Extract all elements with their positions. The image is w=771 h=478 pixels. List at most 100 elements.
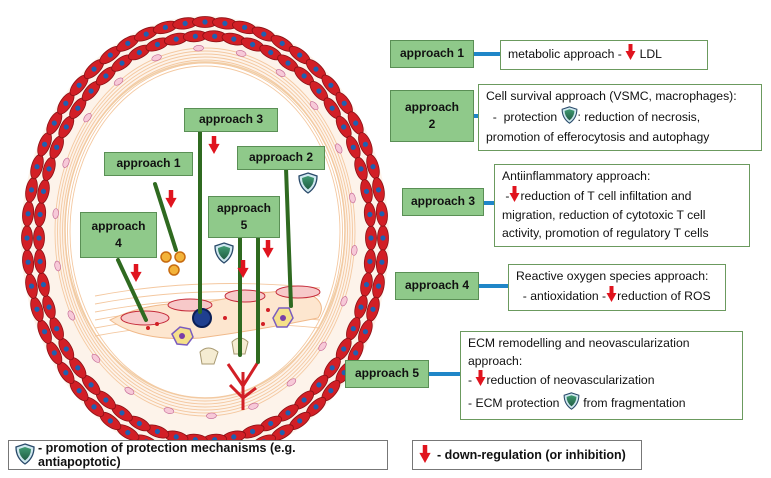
fiber-line [62, 56, 348, 408]
muscle-cell [152, 20, 178, 35]
muscle-cell [347, 111, 364, 135]
small-cells [52, 45, 358, 419]
description-text: - protection [486, 109, 561, 124]
fiber-line [67, 62, 343, 402]
small-cell [275, 69, 286, 77]
small-cell [340, 296, 348, 307]
fiber-line [59, 53, 351, 411]
down-arrow-icon [237, 260, 249, 283]
approach-4-label: approach 4 [395, 272, 479, 300]
muscle-cell [363, 202, 376, 227]
small-cell [54, 260, 61, 272]
muscle-cell [366, 154, 380, 180]
lipid-crystal [199, 347, 219, 365]
muscle-cell [58, 115, 75, 139]
small-cell [286, 378, 297, 387]
pointer-approach-1 [153, 182, 178, 252]
description-line: -reduction of T cell infiltation and [502, 185, 742, 208]
description-text: reduction of T cell infiltation and [520, 188, 692, 203]
description-line: Cell survival approach (VSMC, macrophage… [486, 88, 754, 106]
vsmc-cell [275, 285, 321, 299]
muscle-cell [232, 20, 258, 35]
approach-1-label: approach 1 [390, 40, 474, 68]
description-text: Reactive oxygen species approach: [516, 269, 709, 283]
small-cell [206, 412, 217, 419]
muscle-cell [69, 380, 89, 402]
ldl-particle [168, 264, 180, 276]
description-text: approach: [468, 353, 523, 368]
approach-label-text: 2 [428, 117, 436, 131]
fiber-line [69, 65, 341, 399]
muscle-cell [37, 319, 52, 344]
muscle-cell [145, 424, 170, 439]
approach-1-description: metabolic approach - LDL [500, 40, 708, 70]
description-line: - antioxidation -reduction of ROS [516, 285, 718, 308]
muscle-cell [366, 296, 380, 322]
approach-4-connector [479, 284, 508, 288]
diagram-label-approach-2: approach 2 [237, 146, 325, 170]
approach-label-text: approach 4 [404, 278, 470, 293]
muscle-cell [182, 30, 208, 43]
muscle-cell [164, 32, 189, 46]
down-arrow-icon [419, 444, 431, 466]
small-cell [248, 402, 259, 410]
pointer-approach-4 [116, 258, 148, 322]
description-line: migration, reduction of cytotoxic T cell [502, 207, 742, 225]
description-text: LDL [636, 47, 662, 62]
shield-icon [214, 242, 234, 269]
diagram-label-approach-3: approach 3 [184, 108, 278, 132]
small-cell [335, 143, 343, 154]
muscle-cell [83, 59, 105, 80]
description-text: - [502, 188, 510, 203]
small-cell [151, 54, 162, 62]
shield-icon [561, 105, 578, 130]
diagram-label-approach-1: approach 1 [104, 152, 193, 176]
description-text: activity, promotion of regulatory T cell… [502, 226, 709, 241]
small-cell [52, 208, 59, 219]
description-line: - ECM protection from fragmentation [468, 392, 735, 416]
small-cell [349, 192, 356, 204]
small-cell [163, 407, 175, 414]
approach-2-connector [474, 114, 478, 118]
description-line: Antiinflammatory approach: [502, 168, 742, 186]
small-cell [67, 310, 75, 321]
small-cell [351, 245, 358, 256]
shield-icon [15, 442, 35, 468]
inner-muscle-ring [33, 30, 377, 446]
muscle-cell [309, 374, 329, 396]
muscle-cell [360, 179, 373, 204]
muscle-cell [377, 225, 389, 251]
ldl-particle [160, 251, 172, 263]
description-line: - protection : reduction of necrosis, [486, 105, 754, 130]
down-arrow-icon [130, 264, 142, 287]
muscle-cell [192, 16, 218, 28]
down-arrow-icon [165, 190, 177, 213]
legend-downregulation: - down-regulation (or inhibition) [412, 440, 642, 470]
description-text: : reduction of necrosis, [577, 109, 701, 124]
muscle-cell [58, 337, 75, 361]
muscle-cell [375, 200, 388, 227]
muscle-cell [347, 341, 364, 365]
description-text: reduction of neovascularization [486, 373, 655, 388]
neovessel [226, 361, 260, 410]
approach-3-description: Antiinflammatory approach: -reduction of… [494, 164, 750, 247]
legend-protection: - promotion of protection mechanisms (e.… [8, 440, 388, 470]
small-cell [318, 341, 327, 351]
fiber-line [54, 47, 356, 417]
small-cell [83, 113, 92, 123]
fiber-line [64, 59, 346, 405]
approach-label-text: approach 3 [410, 194, 476, 209]
small-cell [235, 50, 247, 57]
down-arrow-icon [625, 44, 636, 66]
down-arrow-icon [509, 185, 520, 208]
down-arrow-icon [208, 136, 220, 159]
description-text: - [468, 373, 476, 388]
description-text: Cell survival approach (VSMC, macrophage… [486, 89, 737, 103]
down-arrow-icon [262, 240, 274, 263]
small-cell [309, 101, 319, 111]
approach-label-text: approach 1 [399, 46, 465, 61]
small-cell [113, 77, 124, 86]
muscle-cell [172, 17, 198, 30]
